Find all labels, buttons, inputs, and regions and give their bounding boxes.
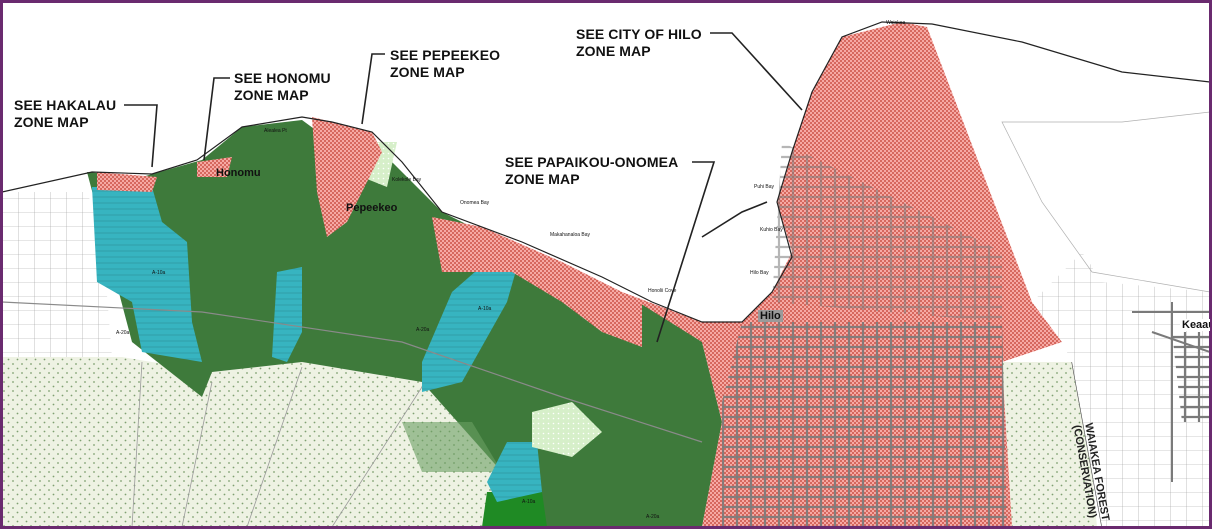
- coastline: [2, 21, 1210, 323]
- zone-code-a20a-west: A-20a: [116, 330, 130, 336]
- zone-code-a20a-south: A-20a: [646, 514, 660, 520]
- callout-hakalau-line1: SEE HAKALAU: [14, 97, 117, 113]
- conservation-zone-west: [2, 357, 522, 527]
- agriculture-zone-light: [402, 422, 502, 472]
- zone-code-a10a-hakalau: A-10a: [152, 270, 166, 276]
- callout-papaikou[interactable]: SEE PAPAIKOU-ONOMEA ZONE MAP: [505, 154, 678, 188]
- parcel-lines: [131, 361, 423, 527]
- callout-honomu-line2: ZONE MAP: [234, 87, 309, 103]
- hilo-leader-line: [710, 32, 803, 111]
- feature-label-waiakea: Waiakea: [886, 20, 906, 26]
- town-label-hilo: Hilo: [758, 310, 783, 322]
- hakalau-leader-line: [124, 104, 158, 168]
- feature-label-kolekole: Kolekole Bay: [392, 177, 422, 183]
- feature-label-honolii-cove: Honolii Cove: [648, 288, 677, 294]
- feature-label-makahanaloa: Makahanaloa Bay: [550, 232, 591, 238]
- callout-hakalau-line2: ZONE MAP: [14, 114, 89, 130]
- puna-parcels: [1001, 111, 1210, 293]
- zone-code-a20a-center: A-20a: [416, 327, 430, 333]
- keaau-street-grid: [1032, 252, 1210, 527]
- residential-ag-kaiwiki: [422, 257, 517, 392]
- pepeekeo-leader-line: [361, 53, 385, 125]
- papaikou-leader-line: [656, 161, 716, 343]
- town-label-keaau: Keaau: [1180, 319, 1210, 331]
- callout-hilo-line1: SEE CITY OF HILO: [576, 26, 702, 42]
- town-label-pepeekeo: Pepeekeo: [346, 202, 398, 214]
- callout-hilo-line2: ZONE MAP: [576, 43, 651, 59]
- feature-label-hilo-bay: Hilo Bay: [750, 270, 769, 276]
- urban-zone-hakalau: [97, 172, 157, 192]
- hilo-north-streets: [772, 142, 1002, 322]
- callout-pepeekeo-line1: SEE PEPEEKEO: [390, 47, 501, 63]
- zone-code-a10a-kaiwiki: A-10a: [478, 306, 492, 312]
- callout-honomu-line1: SEE HONOMU: [234, 70, 331, 86]
- urban-zone-honomu: [197, 157, 232, 177]
- feature-label-kuhio-bay: Kuhio Bay: [760, 227, 783, 233]
- residential-ag-hakalau: [92, 187, 202, 362]
- urban-zone-papaikou: [432, 217, 642, 347]
- feature-label-onomea: Onomea Bay: [460, 200, 490, 206]
- callout-pepeekeo-line2: ZONE MAP: [390, 64, 465, 80]
- open-zone-south: [532, 402, 602, 457]
- keaau-subdivision: [1172, 332, 1210, 422]
- urban-zone-pepeekeo: [312, 117, 382, 237]
- callout-pepeekeo[interactable]: SEE PEPEEKEO ZONE MAP: [390, 47, 500, 81]
- hakalau-street-grid: [2, 192, 112, 357]
- callout-papaikou-line1: SEE PAPAIKOU-ONOMEA: [505, 154, 679, 170]
- callout-hilo[interactable]: SEE CITY OF HILO ZONE MAP: [576, 26, 702, 60]
- highway-line: [2, 301, 703, 443]
- conservation-zone-east: [1002, 362, 1097, 527]
- honomu-leader-line: [203, 77, 230, 161]
- residential-ag-south: [487, 442, 542, 502]
- callout-papaikou-line2: ZONE MAP: [505, 171, 580, 187]
- zone-code-a10a-south: A-10a: [522, 499, 536, 505]
- callout-honomu[interactable]: SEE HONOMU ZONE MAP: [234, 70, 331, 104]
- hilo-street-network: [722, 322, 1007, 527]
- hilo-breakwater: [701, 201, 768, 238]
- feature-label-puhi-bay: Puhi Bay: [754, 184, 775, 190]
- callout-hakalau[interactable]: SEE HAKALAU ZONE MAP: [14, 97, 116, 131]
- town-label-honomu: Honomu: [216, 167, 261, 179]
- feature-label-alealea: Alealea Pt: [264, 128, 287, 134]
- residential-ag-honomu: [272, 267, 302, 362]
